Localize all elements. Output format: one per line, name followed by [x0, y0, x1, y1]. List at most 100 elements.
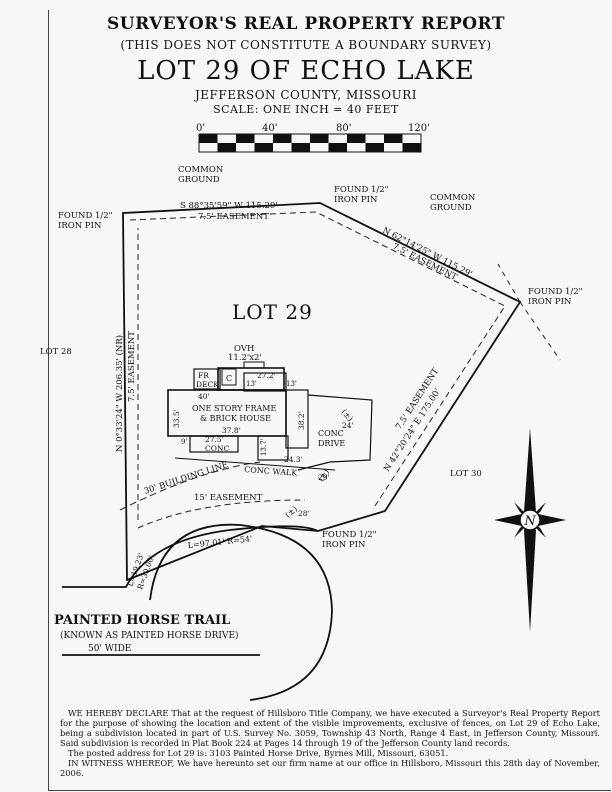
page-border	[48, 10, 611, 791]
north-arrow-circle	[519, 509, 541, 531]
easement-west: 7.5' EASEMENT	[127, 331, 137, 402]
dim-13-b: 13'	[286, 380, 297, 388]
driveway-outline	[297, 394, 373, 471]
scale-bar-segment	[291, 143, 310, 152]
scale-bar-segment	[347, 134, 366, 143]
scale-label-120: 120'	[408, 123, 430, 134]
road-width: 50' WIDE	[88, 644, 131, 654]
scale-bar: 0' 40' 80' 120'	[196, 123, 430, 153]
conc-pad	[189, 435, 239, 453]
scale-bar-checks	[199, 134, 421, 152]
pin-right-l2: IRON PIN	[528, 297, 572, 307]
corner-projection-line	[497, 263, 561, 361]
dim-38-2: 38.2'	[297, 411, 306, 430]
dim-37-8: 37.8'	[222, 426, 241, 435]
conc-drive-l1: CONC	[318, 429, 344, 438]
common-ground-left-l1: COMMON	[178, 165, 224, 175]
declaration-text: WE HEREBY DECLARE That at the request of…	[60, 708, 600, 778]
pin-bottom-l2: IRON PIN	[322, 540, 366, 550]
c-box-label: C	[226, 374, 232, 383]
scale-bar-segment	[236, 134, 255, 143]
bearing-west: N 0°33'24" W 206.35' (NR)	[114, 335, 125, 452]
dim-13-7: 13.7'	[260, 438, 268, 456]
scale-bar-segment	[273, 134, 292, 143]
front-easement-label: 15' EASEMENT	[194, 493, 263, 503]
scale-bar-segment	[310, 134, 329, 143]
lot-28-label: LOT 28	[40, 347, 72, 357]
house-label-l1: ONE STORY FRAME	[192, 404, 276, 413]
scale-bar-segment	[384, 134, 403, 143]
north-arrow: N	[494, 428, 566, 632]
dim-33-5: 33.5'	[172, 409, 181, 428]
deck-label-l1: FR	[198, 371, 209, 380]
scale-text: SCALE: ONE INCH = 40 FEET	[213, 103, 399, 116]
lot-30-label: LOT 30	[450, 469, 482, 479]
county-name: JEFFERSON COUNTY, MISSOURI	[194, 88, 417, 102]
walk-line	[174, 457, 336, 471]
conc-drive-l2: DRIVE	[318, 439, 345, 448]
pin-right-l1: FOUND 1/2"	[528, 287, 583, 297]
road-aka: (KNOWN AS PAINTED HORSE DRIVE)	[60, 630, 239, 641]
declaration-paragraph-1: WE HEREBY DECLARE That at the request of…	[60, 708, 600, 748]
declaration-paragraph-2: The posted address for Lot 29 is: 3103 P…	[68, 748, 449, 758]
easement-line	[129, 211, 506, 520]
dim-13-a: 13'	[246, 380, 257, 388]
scale-bar-segment	[365, 143, 384, 152]
deck-box	[193, 368, 221, 390]
dim-24-3: 24.3'	[284, 455, 303, 464]
scale-bar-segment	[254, 143, 273, 152]
pin-top-l1: FOUND 1/2"	[334, 185, 389, 195]
scale-bar-segment	[402, 143, 421, 152]
north-letter: N	[523, 514, 536, 529]
dim-24: 24'	[342, 421, 354, 430]
house	[167, 361, 373, 471]
report-title: SURVEYOR'S REAL PROPERTY REPORT	[106, 14, 506, 34]
declaration-paragraph-3: IN WITNESS WHEREOF, We have hereunto set…	[60, 758, 600, 778]
dim-28: 28'	[298, 509, 310, 518]
bearing-ne: N 62°14'25" W 115.29'	[381, 226, 474, 280]
scale-label-0: 0'	[196, 123, 205, 134]
dim-27-2: 27.2'	[257, 371, 276, 380]
road-name: PAINTED HORSE TRAIL	[54, 613, 230, 628]
conc-pad-label: CONC	[205, 444, 229, 453]
north-arrow-top	[524, 428, 536, 518]
scale-bar-segment	[217, 143, 236, 152]
north-arrow-bottom	[524, 522, 536, 632]
common-ground-left-l2: GROUND	[178, 175, 220, 185]
pin-bottom-l1: FOUND 1/2"	[322, 530, 377, 540]
house-label-l2: & BRICK HOUSE	[200, 414, 271, 423]
pin-left-l2: IRON PIN	[58, 221, 102, 231]
ovh-label: OVH	[234, 344, 254, 354]
ovh-box	[243, 361, 265, 369]
ovh-dimension: 11.2'x2'	[228, 353, 262, 363]
scale-bar-segment	[328, 143, 347, 152]
common-ground-right-l1: COMMON	[430, 193, 476, 203]
c-box	[221, 368, 237, 386]
cul-de-sac-curve	[149, 523, 333, 701]
dim-40: 40'	[198, 392, 210, 401]
house-garage-bump	[243, 372, 287, 392]
lot-29-label: LOT 29	[232, 300, 313, 324]
road-edge-north	[62, 525, 319, 588]
garage-side	[285, 389, 309, 449]
conc-walk-label: CONC WALK	[244, 465, 299, 478]
scale-label-80: 80'	[336, 123, 351, 134]
deck-label-l2: DECK	[196, 380, 219, 389]
dim-pm-3: (±)	[284, 504, 300, 519]
pin-left-l1: FOUND 1/2"	[58, 211, 113, 221]
lot-title: LOT 29 OF ECHO LAKE	[137, 56, 475, 86]
building-line	[119, 461, 261, 511]
lot-boundary	[122, 202, 522, 582]
common-ground-right-l2: GROUND	[430, 203, 472, 213]
scale-label-40: 40'	[262, 123, 277, 134]
dim-29: 29'	[318, 473, 330, 482]
building-line-label: 30' BUILDING LINE	[143, 460, 230, 497]
easement-top: 7.5' EASEMENT	[198, 212, 269, 222]
bearing-top: S 88°35'59" W 115.29'	[180, 201, 278, 211]
report-subtitle: (THIS DOES NOT CONSTITUTE A BOUNDARY SUR…	[120, 38, 492, 52]
front-easement-line	[137, 499, 306, 529]
pin-top-l2: IRON PIN	[334, 195, 378, 205]
dim-9: 9'	[181, 438, 187, 446]
